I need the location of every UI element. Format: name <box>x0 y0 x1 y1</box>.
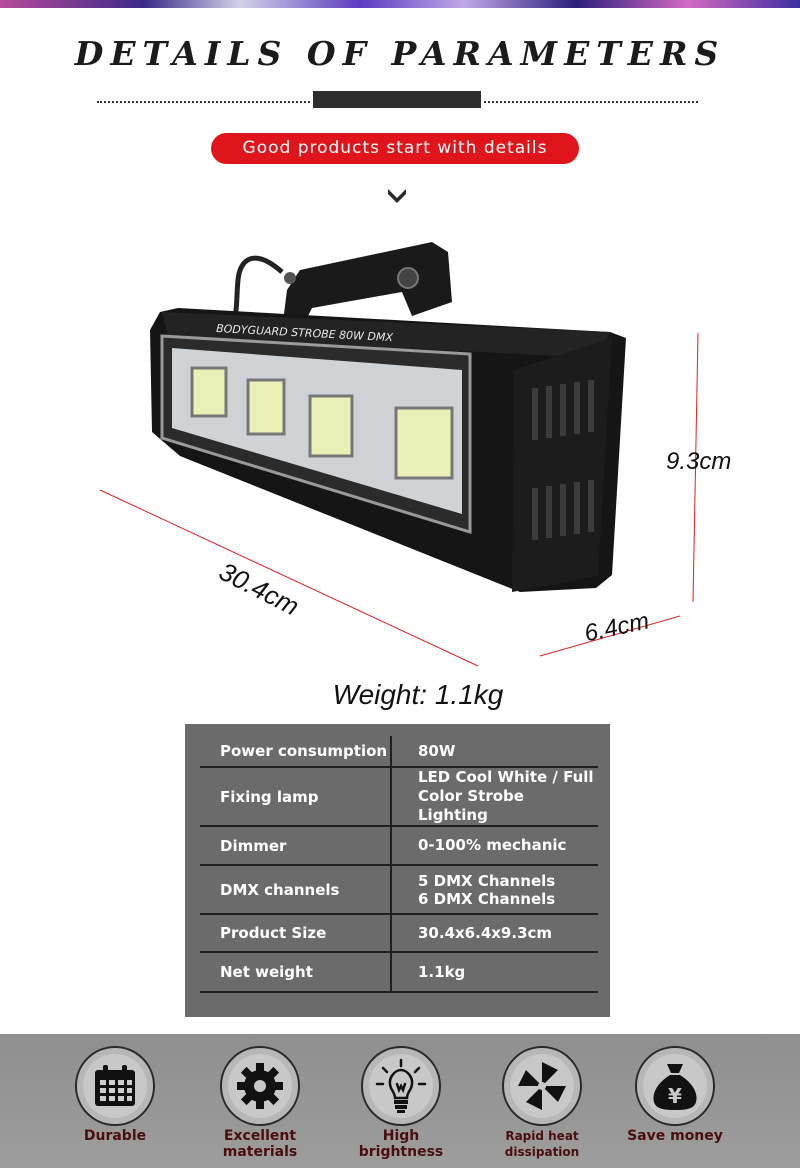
feature-label: Rapid heat dissipation <box>504 1129 580 1159</box>
svg-text:¥: ¥ <box>668 1084 682 1108</box>
calendar-icon <box>95 1065 135 1106</box>
spec-row: Dimmer 0-100% mechanic <box>200 827 598 866</box>
spec-key: DMX channels <box>220 880 340 899</box>
dimension-height: 9.3cm <box>666 448 732 475</box>
feature-save-money: ¥ Save money <box>615 1046 735 1144</box>
spec-value: 1.1kg <box>418 962 466 981</box>
feature-label: Save money <box>627 1128 723 1144</box>
feature-label: High brightness <box>358 1128 444 1160</box>
spec-value: 30.4x6.4x9.3cm <box>418 923 553 942</box>
feature-excellent-materials: Excellent materials <box>200 1046 320 1160</box>
spec-key: Dimmer <box>220 836 287 855</box>
spec-value: 5 DMX Channels 6 DMX Channels <box>418 871 556 908</box>
weight-caption: Weight: 1.1kg <box>332 679 504 710</box>
spec-key: Fixing lamp <box>220 787 319 806</box>
title-underline-bar <box>313 91 481 108</box>
feature-label: Durable <box>83 1128 147 1144</box>
dotted-divider-left <box>97 101 310 103</box>
feature-high-brightness: High brightness <box>341 1046 461 1160</box>
spec-row: DMX channels 5 DMX Channels 6 DMX Channe… <box>200 866 598 915</box>
feature-rapid-heat-dissipation: Rapid heat dissipation <box>482 1046 602 1160</box>
feature-durable: Durable <box>55 1046 175 1144</box>
feature-label: Excellent materials <box>222 1128 298 1160</box>
tagline-badge: Good products start with details <box>211 133 579 164</box>
spec-key: Net weight <box>220 963 313 981</box>
spec-row: Power consumption 80W <box>200 736 598 768</box>
gear-icon <box>237 1063 283 1109</box>
spec-row: Net weight 1.1kg <box>200 953 598 993</box>
top-decorative-strip <box>0 0 800 8</box>
lightbulb-icon <box>375 1058 427 1113</box>
spec-key: Product Size <box>220 924 327 942</box>
page-title: DETAILS OF PARAMETERS <box>74 34 726 73</box>
spec-value: LED Cool White / Full Color Strobe Light… <box>418 768 594 824</box>
spec-row: Fixing lamp LED Cool White / Full Color … <box>200 768 598 827</box>
spec-key: Power consumption <box>220 742 388 760</box>
money-bag-icon: ¥ <box>653 1064 697 1110</box>
spec-value: 80W <box>418 741 456 760</box>
fan-icon <box>518 1062 566 1110</box>
spec-row: Product Size 30.4x6.4x9.3cm <box>200 915 598 953</box>
product-image: BODYGUARD STROBE 80W DMX <box>99 242 699 667</box>
spec-table: Power consumption 80W Fixing lamp LED Co… <box>185 724 610 1017</box>
dotted-divider-right <box>484 101 698 103</box>
spec-value: 0-100% mechanic <box>418 836 567 854</box>
chevron-down-icon <box>388 189 406 203</box>
